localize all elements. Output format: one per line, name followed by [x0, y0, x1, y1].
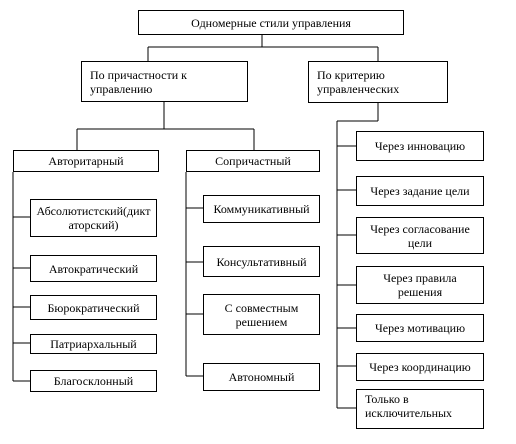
- node-via-goal-agreement: Через согласование цели: [356, 217, 484, 254]
- node-autocratic: Автократический: [30, 255, 157, 282]
- node-patriarchal: Патриархальный: [30, 334, 157, 354]
- node-exceptional-only: Только в исключительных: [356, 389, 484, 429]
- root-node: Одномерные стили управления: [138, 10, 404, 35]
- node-via-innovation: Через инновацию: [356, 131, 484, 161]
- node-benevolent: Благосклонный: [30, 370, 157, 392]
- node-bureaucratic: Бюрократический: [30, 295, 157, 320]
- node-consultative: Консультативный: [203, 246, 320, 277]
- node-by-participation: По причастности к управлению: [81, 61, 248, 102]
- node-autonomous: Автономный: [203, 363, 320, 391]
- node-via-motivation: Через мотивацию: [356, 314, 484, 342]
- node-communicative: Коммуникативный: [203, 195, 320, 223]
- node-via-goal-setting: Через задание цели: [356, 176, 484, 206]
- node-participative: Сопричастный: [186, 150, 320, 172]
- node-by-criterion: По критерию управленческих: [308, 61, 448, 103]
- node-absolutist: Абсолютистский(диктаторский): [30, 199, 157, 237]
- node-joint-decision: С совместным решением: [203, 294, 320, 335]
- node-via-decision-rules: Через правила решения: [356, 266, 484, 304]
- node-authoritarian: Авторитарный: [13, 150, 159, 172]
- node-via-coordination: Через координацию: [356, 353, 484, 381]
